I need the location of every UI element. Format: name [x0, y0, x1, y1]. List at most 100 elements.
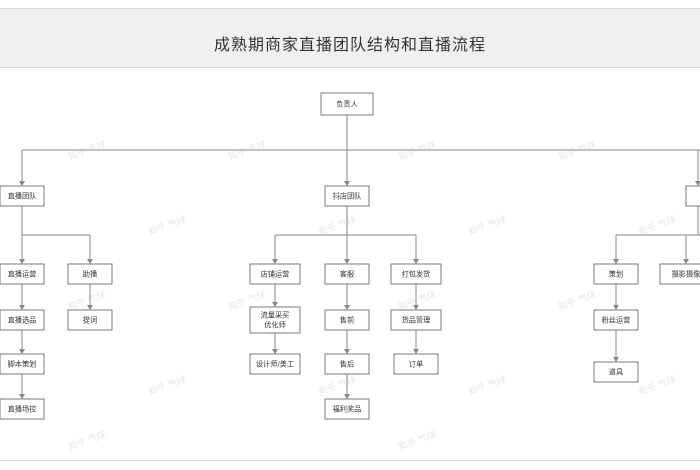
node-box — [324, 353, 370, 375]
node-label: 优化师 — [264, 321, 286, 330]
node-box — [0, 263, 45, 285]
page-title: 成熟期商家直播团队结构和直播流程 — [213, 35, 486, 54]
node-label: 订单 — [409, 360, 423, 369]
node-aftersale: 售后 — [324, 353, 370, 375]
node-welfare: 福利奖品 — [324, 398, 370, 420]
node-assistant: 助播 — [67, 263, 113, 285]
node-photo: 摄影摄像 — [659, 263, 700, 285]
arrow-head — [272, 302, 278, 307]
node-label: 店铺运营 — [261, 270, 290, 279]
node-label: 打包发货 — [402, 270, 431, 279]
arrow-head — [87, 305, 93, 310]
node-box — [324, 309, 370, 331]
node-label: 摄影摄像 — [672, 270, 700, 279]
arrow-head — [19, 305, 25, 310]
arrow-head — [272, 349, 278, 354]
arrow-head — [344, 181, 350, 186]
node-box — [659, 263, 700, 285]
watermark: 知乎 气球 — [317, 213, 358, 238]
node-props: 道具 — [593, 361, 639, 383]
node-label: 粉丝运营 — [602, 316, 631, 325]
node-label: 负责人 — [336, 100, 358, 109]
node-box — [593, 263, 639, 285]
bottom-divider — [0, 460, 700, 461]
node-label: 客服 — [340, 270, 354, 279]
arrow-head — [344, 259, 350, 264]
arrow-head — [613, 305, 619, 310]
arrow-head — [695, 181, 700, 186]
arrow-head — [272, 259, 278, 264]
watermark: 知乎 气球 — [467, 373, 508, 398]
node-box — [593, 361, 639, 383]
node-designer: 设计师/美工 — [249, 353, 301, 375]
node-label: 提词 — [83, 316, 97, 325]
arrow-head — [19, 394, 25, 399]
node-box — [324, 185, 370, 207]
node-box — [593, 309, 639, 331]
node-label: 抖店团队 — [333, 192, 362, 201]
node-box — [249, 353, 301, 375]
arrow-head — [19, 349, 25, 354]
node-box — [0, 353, 45, 375]
node-live-ops: 直播运营 — [0, 263, 45, 285]
node-fans-ops: 粉丝运营 — [593, 309, 639, 331]
node-live-select: 直播选品 — [0, 309, 45, 331]
node-planning: 策划 — [593, 263, 639, 285]
node-box — [249, 306, 301, 334]
arrow-head — [613, 357, 619, 362]
arrow-head — [19, 259, 25, 264]
watermark: 知乎 气球 — [397, 138, 438, 163]
node-field-control: 直播场控 — [0, 398, 45, 420]
node-label: 设计师/美工 — [256, 360, 294, 369]
node-root: 负责人 — [320, 92, 374, 116]
node-label: 策划 — [609, 270, 623, 279]
node-label: 流量采买 — [261, 311, 290, 320]
node-label: 直播团队 — [8, 192, 37, 201]
watermark: 知乎 气球 — [227, 138, 268, 163]
arrow-head — [413, 259, 419, 264]
node-box — [390, 263, 442, 285]
node-box — [685, 185, 700, 207]
arrow-head — [87, 259, 93, 264]
title-bar: 成熟期商家直播团队结构和直播流程 — [0, 8, 700, 68]
node-label: 助播 — [83, 270, 97, 279]
node-box — [0, 309, 45, 331]
arrow-head — [413, 305, 419, 310]
arrow-head — [344, 349, 350, 354]
arrow-head — [613, 259, 619, 264]
watermark: 知乎 气球 — [557, 138, 598, 163]
node-label: 福利奖品 — [333, 405, 362, 414]
watermark: 知乎 气球 — [317, 373, 358, 398]
node-label: 直播场控 — [8, 405, 37, 414]
arrow-head — [344, 305, 350, 310]
arrow-head — [413, 349, 419, 354]
watermark: 知乎 气球 — [67, 138, 108, 163]
watermark: 知乎 气球 — [397, 428, 438, 453]
node-live-team: 直播团队 — [0, 185, 45, 207]
node-orders: 订单 — [393, 353, 439, 375]
watermark: 知乎 气球 — [467, 213, 508, 238]
watermark: 知乎 气球 — [637, 213, 678, 238]
node-presale: 售前 — [324, 309, 370, 331]
connector-layer — [19, 115, 700, 399]
node-label: 直播运营 — [8, 270, 37, 279]
node-service: 客服 — [324, 263, 370, 285]
node-label: 售前 — [340, 316, 354, 325]
watermark: 知乎 气球 — [397, 288, 438, 313]
node-box — [393, 353, 439, 375]
watermark: 知乎 气球 — [557, 288, 598, 313]
node-label: 直播选品 — [8, 316, 37, 325]
node-box — [390, 309, 442, 331]
node-label: 售后 — [340, 360, 354, 369]
node-box — [324, 398, 370, 420]
node-box — [0, 398, 45, 420]
watermark: 知乎 气球 — [67, 288, 108, 313]
node-packing: 打包发货 — [390, 263, 442, 285]
node-box — [324, 263, 370, 285]
node-script: 脚本策划 — [0, 353, 45, 375]
arrow-head — [19, 181, 25, 186]
